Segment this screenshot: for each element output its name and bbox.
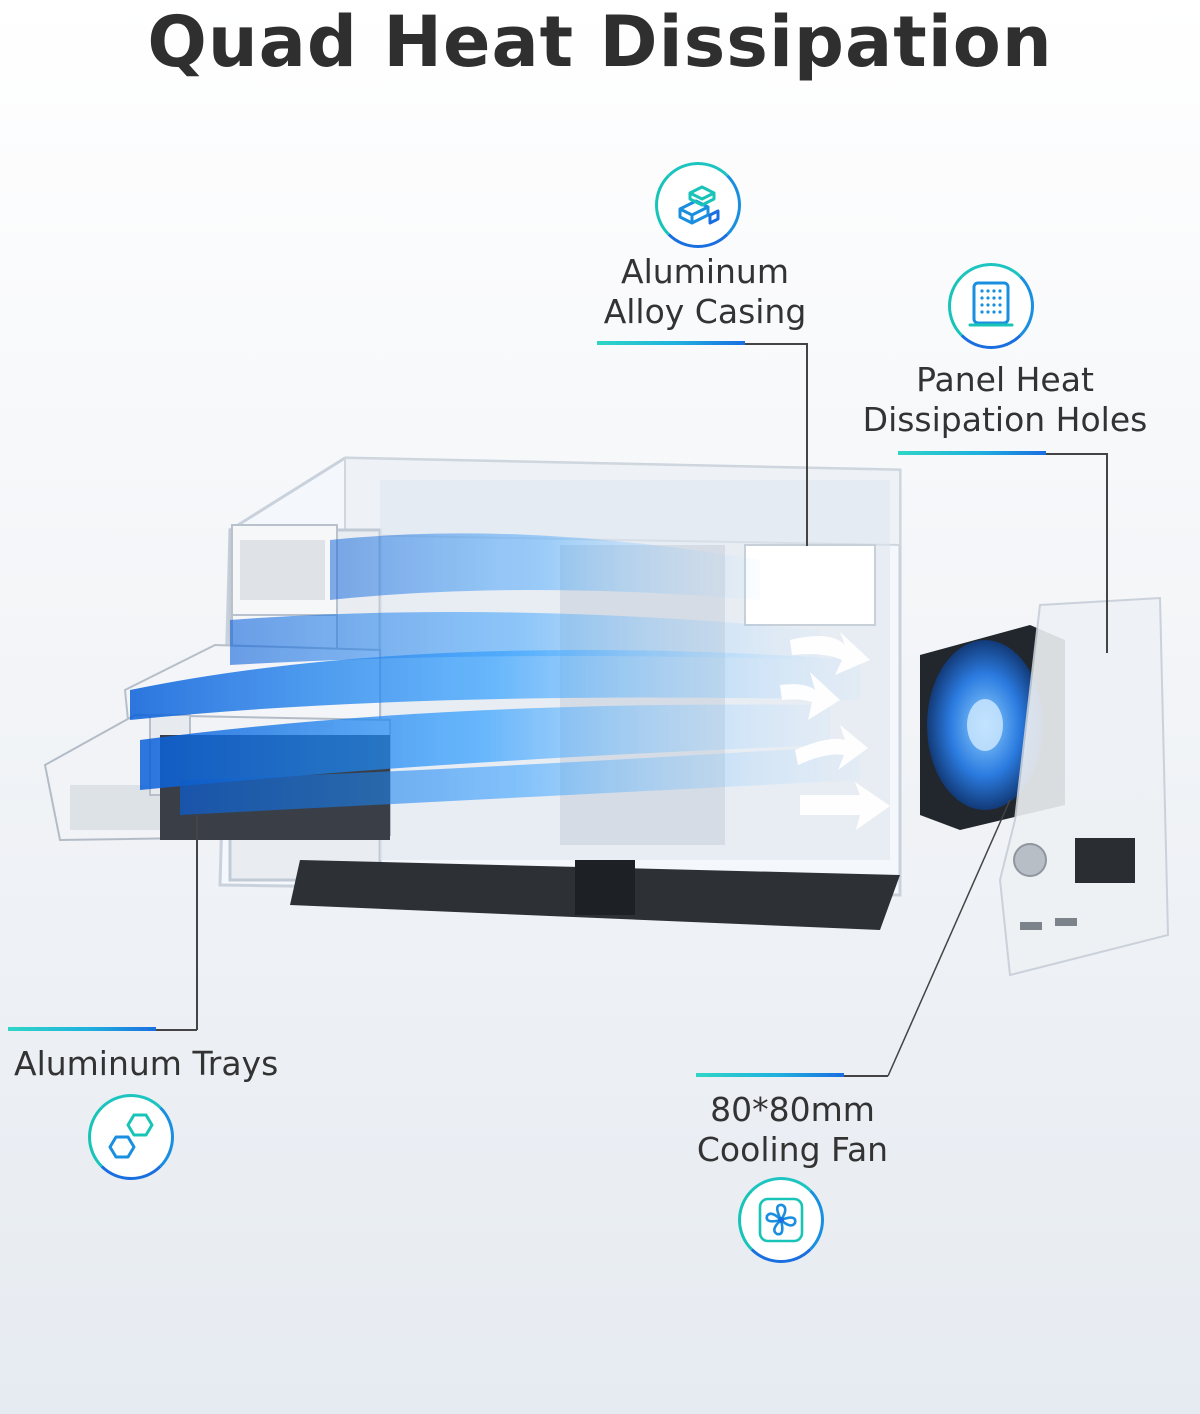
fan-accent-bar [696, 1073, 844, 1077]
perforated-panel-icon [948, 263, 1034, 349]
panel-leader-vertical [1106, 453, 1108, 653]
trays-leader-vertical [196, 815, 198, 1030]
panel-label-line1: Panel Heat [916, 360, 1094, 399]
panel-accent-bar [898, 451, 1046, 455]
page-title: Quad Heat Dissipation [147, 1, 1053, 83]
aluminum-ingot-icon [655, 162, 741, 248]
trays-leader-horizontal [156, 1029, 197, 1031]
casing-label: Aluminum Alloy Casing [595, 252, 815, 332]
casing-accent-bar [597, 341, 745, 345]
fan-label-line2: Cooling Fan [696, 1130, 889, 1169]
hexagon-cells-icon [88, 1094, 174, 1180]
casing-leader-horizontal [745, 343, 807, 345]
fan-icon [738, 1177, 824, 1263]
rear-panel [998, 596, 1170, 977]
casing-label-line1: Aluminum [621, 252, 789, 291]
trays-accent-bar [8, 1027, 156, 1031]
fan-label: 80*80mm Cooling Fan [685, 1090, 900, 1170]
fan-label-line1: 80*80mm [710, 1090, 875, 1129]
airflow-streams [130, 533, 860, 815]
panel-label-line2: Dissipation Holes [862, 400, 1148, 439]
trays-label: Aluminum Trays [14, 1044, 279, 1083]
airflow-arrows [780, 632, 890, 830]
panel-label: Panel Heat Dissipation Holes [850, 360, 1160, 440]
panel-leader-horizontal [1046, 453, 1107, 455]
casing-leader-vertical [806, 343, 808, 546]
casing-label-line2: Alloy Casing [603, 292, 807, 331]
fan-leader-horizontal [843, 1075, 888, 1077]
cooling-fan [920, 625, 1065, 830]
